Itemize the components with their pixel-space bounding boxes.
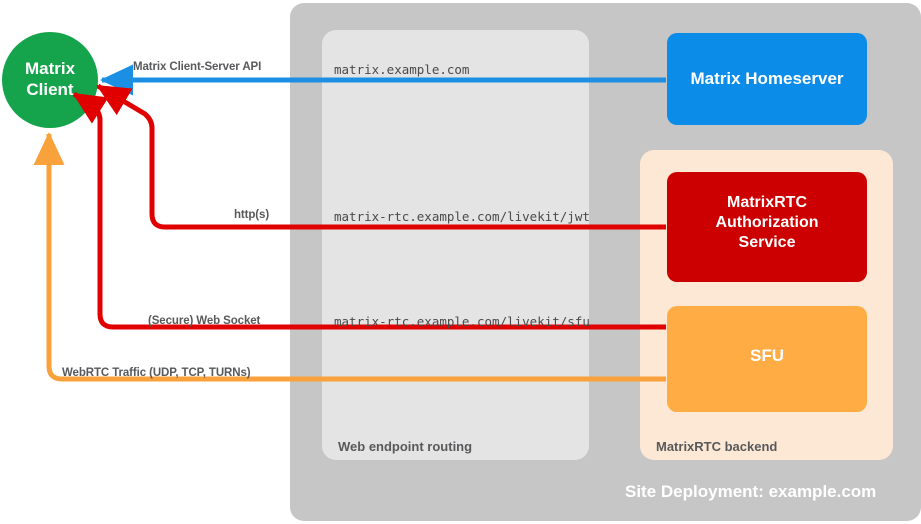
connection-webrtc-line xyxy=(33,131,666,382)
connection-csapi-protocol-label: Matrix Client-Server API xyxy=(133,61,262,73)
matrix-homeserver-label: Matrix Homeserver xyxy=(690,69,844,88)
matrixrtc-authorization-service-box[interactable] xyxy=(667,172,867,282)
site-deployment-label: Site Deployment: example.com xyxy=(625,482,877,501)
web-endpoint-routing-container xyxy=(322,30,589,460)
connection-websocket-line xyxy=(72,91,666,330)
sfu-label: SFU xyxy=(750,346,784,365)
matrixrtc-backend-label: MatrixRTC backend xyxy=(656,439,778,454)
matrix-client-label: Matrix Client xyxy=(24,59,76,100)
connection-jwt-protocol-label: http(s) xyxy=(234,209,270,221)
connection-jwt-endpoint-label: matrix-rtc.example.com/livekit/jwt xyxy=(334,209,590,224)
connection-webrtc-protocol-label: WebRTC Traffic (UDP, TCP, TURNs) xyxy=(62,367,251,379)
connection-websocket-endpoint-label: matrix-rtc.example.com/livekit/sfu xyxy=(334,314,590,329)
connection-websocket-protocol-label: (Secure) Web Socket xyxy=(148,315,261,327)
connection-csapi-endpoint-label: matrix.example.com xyxy=(334,62,470,77)
matrix-homeserver-box[interactable] xyxy=(667,33,867,125)
matrixrtc-authorization-service-label: MatrixRTC Authorization Service xyxy=(715,194,819,251)
sfu-box[interactable] xyxy=(667,306,867,412)
connection-jwt-line xyxy=(96,83,666,230)
web-endpoint-routing-label: Web endpoint routing xyxy=(338,439,473,454)
